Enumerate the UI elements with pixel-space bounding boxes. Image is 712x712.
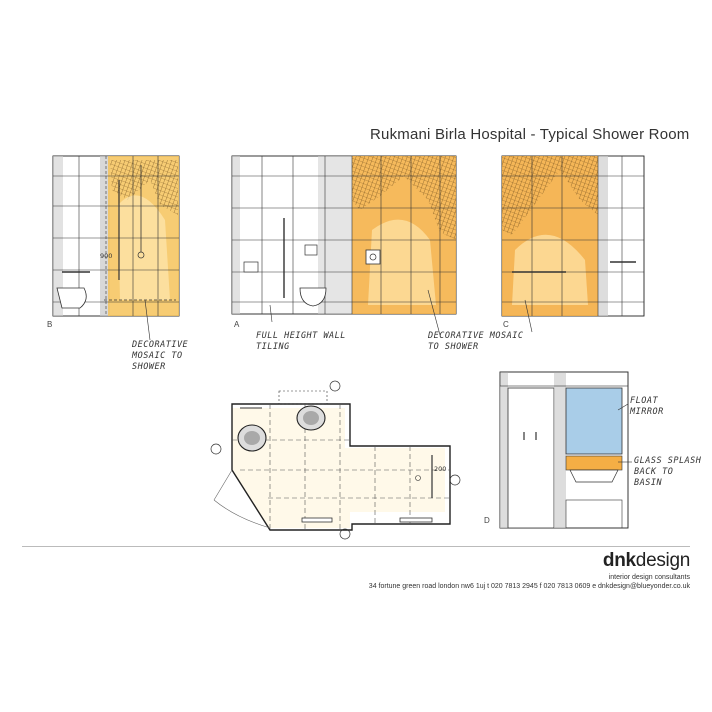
rail-height-dimension: 900 [100,252,113,260]
marker-c: C [503,320,509,329]
note-full-height-wall-tiling: FULL HEIGHT WALL TILING [256,331,346,352]
note-float-mirror: FLOAT MIRROR [630,396,664,417]
brand-logo: dnkdesign [602,550,690,571]
elevation-d [499,371,632,529]
marker-b: B [47,320,53,329]
elevation-a [231,155,457,336]
contact-address: 34 fortune green road london nw6 1uj t 0… [368,583,690,590]
note-glass-splashback: GLASS SPLASH BACK TO BASIN [634,456,702,488]
page-title: Rukmani Birla Hospital - Typical Shower … [370,126,690,143]
elevation-b [52,155,180,341]
marker-a: A [234,320,240,329]
elevation-c [501,155,645,333]
floor-plan [210,380,461,540]
marker-d: D [484,516,490,525]
footer-divider [22,546,690,547]
note-decorative-mosaic-a: DECORATIVE MOSAIC TO SHOWER [428,331,524,352]
plan-dimension: 200 [434,465,447,473]
brand-tagline: interior design consultants [608,574,690,581]
note-decorative-mosaic-b: DECORATIVE MOSAIC TO SHOWER [132,340,189,372]
